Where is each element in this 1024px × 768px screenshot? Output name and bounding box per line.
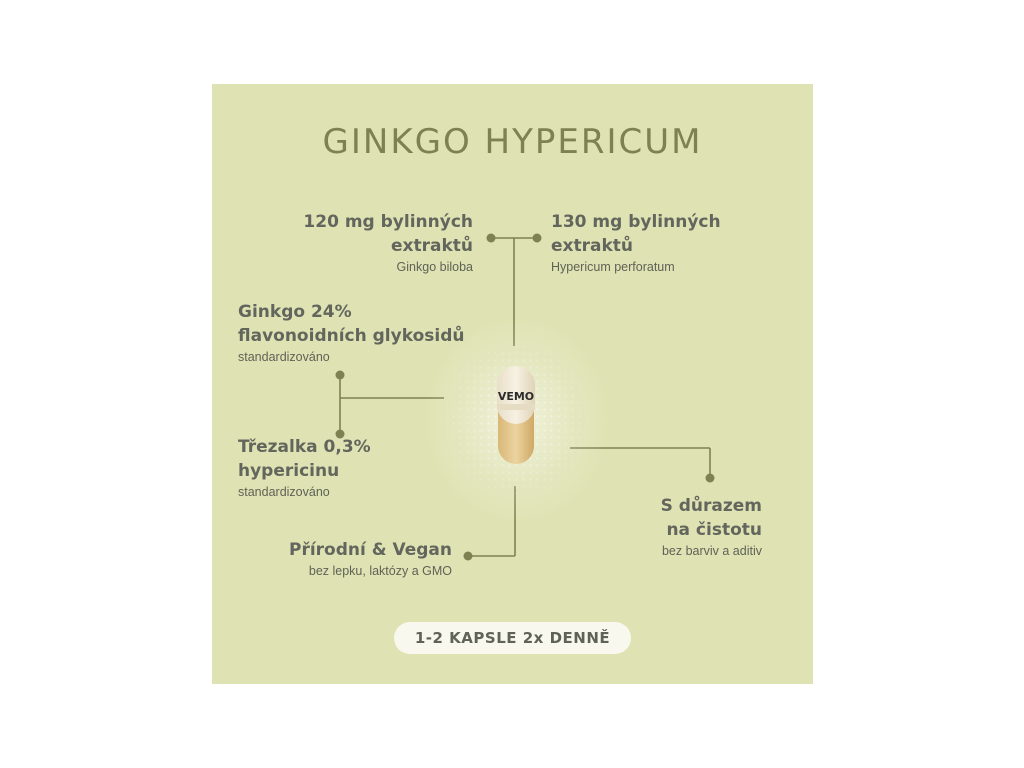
feature-heading: flavonoidních glykosidů (238, 326, 465, 346)
feature-heading: na čistotu (666, 520, 762, 540)
feature-heading: extraktů (551, 236, 634, 256)
feature-heading: Přírodní & Vegan (289, 540, 452, 560)
feature-hypericum-extract: 130 mg bylinných extraktů Hypericum perf… (551, 210, 781, 276)
feature-heading: S důrazem (660, 496, 762, 516)
connector-dot (335, 370, 345, 380)
feature-subtext: Hypericum perforatum (551, 260, 675, 274)
connector-dot (705, 473, 715, 483)
feature-heading: 120 mg bylinných (303, 212, 473, 232)
feature-subtext: bez lepku, laktózy a GMO (308, 564, 452, 578)
capsule-graphic: VEMO (422, 315, 612, 525)
connector-dot (486, 233, 496, 243)
connector-dot (335, 429, 345, 439)
product-title: GINKGO HYPERICUM (322, 122, 703, 162)
feature-purity: S důrazem na čistotu bez barviv a aditiv (592, 494, 762, 560)
feature-natural-vegan: Přírodní & Vegan bez lepku, laktózy a GM… (242, 538, 452, 580)
feature-subtext: standardizováno (238, 350, 330, 364)
feature-subtext: Ginkgo biloba (396, 260, 473, 274)
capsule-brand: VEMO (498, 390, 534, 403)
feature-subtext: standardizováno (238, 485, 330, 499)
feature-heading: 130 mg bylinných (551, 212, 721, 232)
feature-subtext: bez barviv a aditiv (661, 544, 762, 558)
feature-heading: Třezalka 0,3% (238, 437, 371, 457)
product-infographic: GINKGO HYPERICUM (212, 84, 813, 684)
feature-heading: extraktů (390, 236, 473, 256)
connector-lines (335, 233, 715, 561)
feature-heading: Ginkgo 24% (238, 302, 352, 322)
feature-ginkgo-extract: 120 mg bylinných extraktů Ginkgo biloba (252, 210, 473, 276)
feature-trezalka: Třezalka 0,3% hypericinu standardizováno (238, 435, 458, 501)
feature-heading: hypericinu (238, 461, 340, 481)
dosage-badge: 1-2 KAPSLE 2x DENNĚ (394, 622, 631, 654)
connector-dot (463, 551, 473, 561)
connector-dot (532, 233, 542, 243)
feature-ginkgo-flavonoids: Ginkgo 24% flavonoidních glykosidů stand… (238, 300, 528, 366)
